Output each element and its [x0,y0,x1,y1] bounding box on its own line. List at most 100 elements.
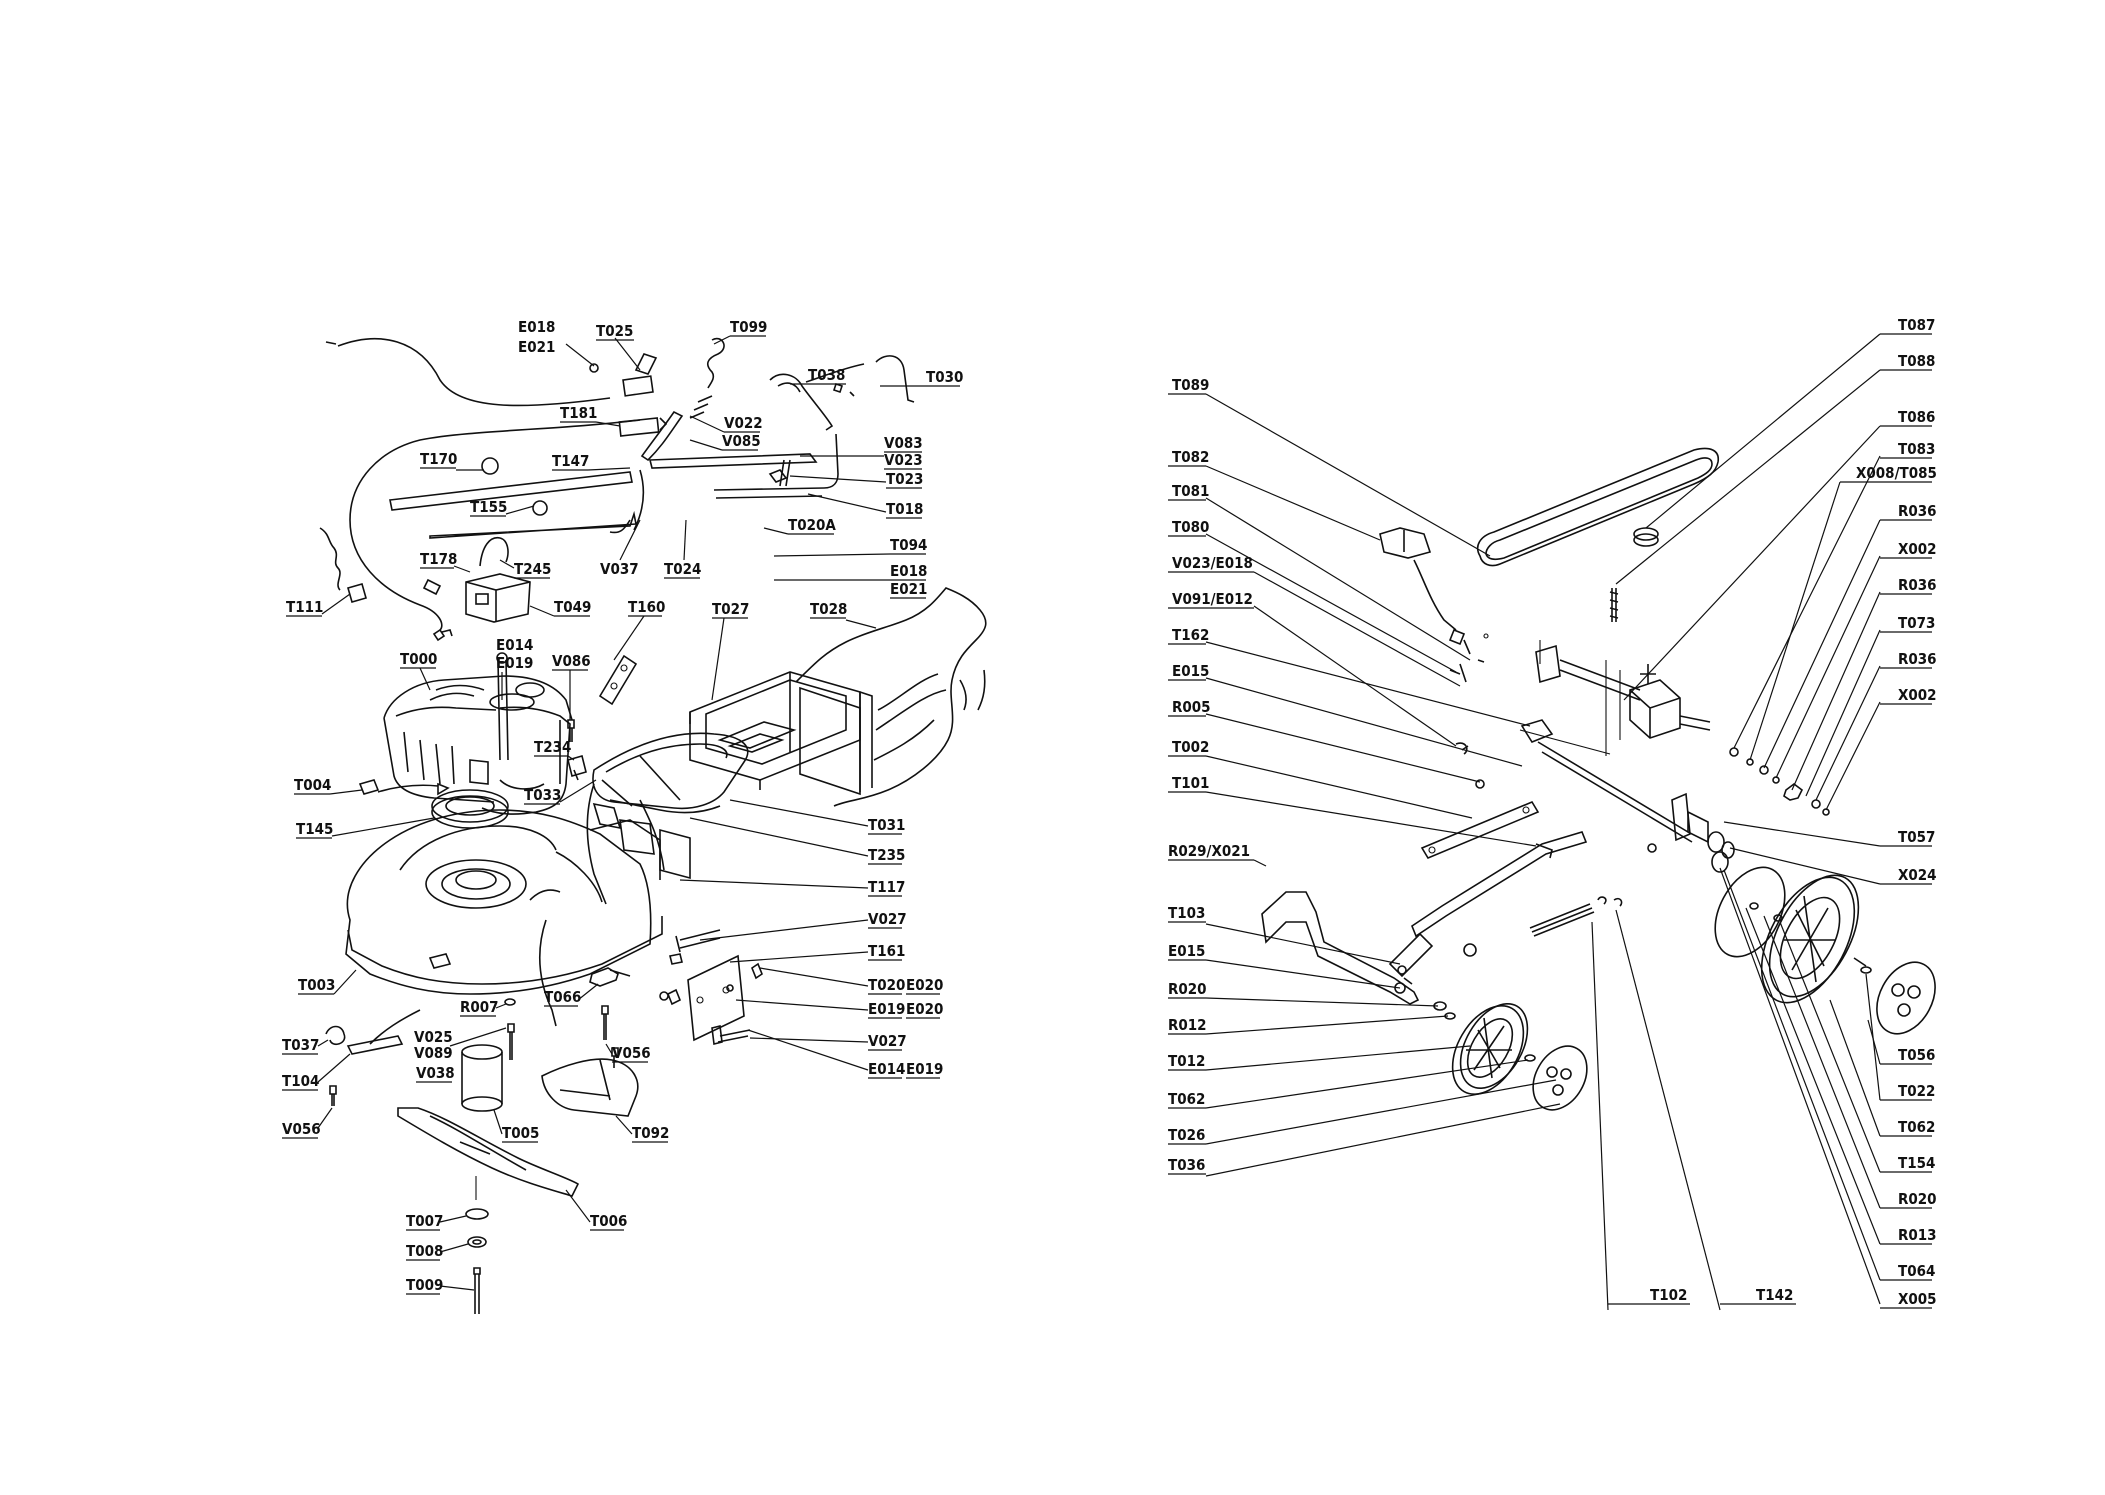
leader-line [321,593,351,615]
leader-line [1829,999,1881,1137]
leader-line [317,1107,333,1129]
leader-line [1205,755,1473,819]
part-label-r_t082: T082 [1172,448,1209,466]
part-label-l_e014a: E014 [496,636,533,654]
part-label-r_r036b: R036 [1898,576,1937,594]
front-hubcap [1532,1045,1588,1111]
leader-line [1205,1103,1561,1177]
leader-line [1205,1015,1449,1035]
part-label-r_x002a: X002 [1898,540,1937,558]
rear-hubcap [1876,961,1936,1035]
part-label-r_r036a: R036 [1898,502,1937,520]
leader-line [1591,921,1609,1311]
leader-line [773,553,891,557]
part-label-l_e018b: E018 [890,562,927,580]
leader-line [1205,959,1401,989]
part-label-r_x002b: X002 [1898,686,1937,704]
part-label-l_e014b: E014 [868,1060,905,1078]
part-label-l_t170: T170 [420,450,457,468]
part-label-l_v056a: V056 [612,1044,651,1062]
leader-line [729,799,869,827]
leader-line [789,475,887,483]
leader-line [1645,333,1881,529]
spring-T099 [706,337,725,389]
part-label-r_r020a: R020 [1168,980,1207,998]
leader-line [1205,677,1523,767]
part-label-l_t033: T033 [524,786,561,804]
mower-deck [345,809,663,995]
leader-line [1205,997,1439,1007]
leader-line [711,617,725,701]
part-label-r_r005: R005 [1172,698,1211,716]
leader-line [1205,923,1401,965]
part-label-r_t083: T083 [1898,440,1935,458]
part-label-l_t028: T028 [810,600,847,618]
part-label-r_t102: T102 [1650,1286,1687,1304]
part-label-l_t018: T018 [886,500,923,518]
leader-line [807,493,887,513]
part-label-l_e021b: E021 [890,580,927,598]
part-label-l_t066: T066 [544,988,581,1006]
leader-line [439,1285,475,1291]
part-label-l_t234: T234 [534,738,571,756]
part-label-l_t147: T147 [552,452,589,470]
leader-line [1745,907,1881,1245]
leader-line [333,969,357,995]
part-label-l_t008: T008 [406,1242,443,1260]
rear-hub-disc [1714,866,1786,958]
part-label-l_e019a: E019 [496,654,533,672]
part-label-r_r029x021: R029/X021 [1168,842,1250,860]
part-label-r_r013: R013 [1898,1226,1937,1244]
part-label-r_t012: T012 [1168,1052,1205,1070]
leader-line [567,755,575,761]
part-label-l_t031: T031 [868,816,905,834]
right-exploded-view [1261,447,1936,1111]
lever-T103 [1261,891,1420,1005]
leader-line [615,1115,633,1135]
part-label-r_x024: X024 [1898,866,1937,884]
leader-line [449,1027,507,1047]
part-label-r_t062b: T062 [1898,1118,1935,1136]
leader-line [1719,867,1881,1305]
leader-line [1729,847,1881,885]
lower-handle [389,457,645,539]
leader-line [699,919,869,941]
leader-line [565,1189,591,1223]
part-label-l_t235: T235 [868,846,905,864]
part-label-l_t178: T178 [420,550,457,568]
part-label-l_v022: V022 [724,414,763,432]
part-label-r_v091e012: V091/E012 [1172,590,1253,608]
leader-line [683,519,687,561]
leader-line [1775,555,1881,779]
leader-line [1615,369,1881,585]
leader-line [1615,909,1721,1311]
part-label-l_r007: R007 [460,998,499,1016]
part-label-r_e015a: E015 [1172,662,1209,680]
part-label-l_t007: T007 [406,1212,443,1230]
discharge-chute [586,732,749,905]
part-label-l_t025: T025 [596,322,633,340]
v-belt [1476,447,1719,567]
leader-line [499,559,515,569]
part-label-l_t104: T104 [282,1072,319,1090]
part-label-l_v027a: V027 [868,910,907,928]
part-label-l_t023: T023 [886,470,923,488]
part-label-l_t117: T117 [868,878,905,896]
leader-line [439,1243,469,1253]
leader-line [1723,869,1881,1281]
part-label-l_v089: V089 [414,1044,453,1062]
part-label-r_t081: T081 [1172,482,1209,500]
part-label-l_t099: T099 [730,318,767,336]
part-label-r_t103: T103 [1168,904,1205,922]
leader-line [505,505,535,515]
leader-line [735,999,869,1011]
part-label-r_t057: T057 [1898,828,1935,846]
part-label-r_x005: X005 [1898,1290,1937,1308]
leader-line [679,879,869,889]
throttle-lever [589,353,658,397]
gearbox [1519,640,1711,756]
leader-line [1253,571,1461,687]
